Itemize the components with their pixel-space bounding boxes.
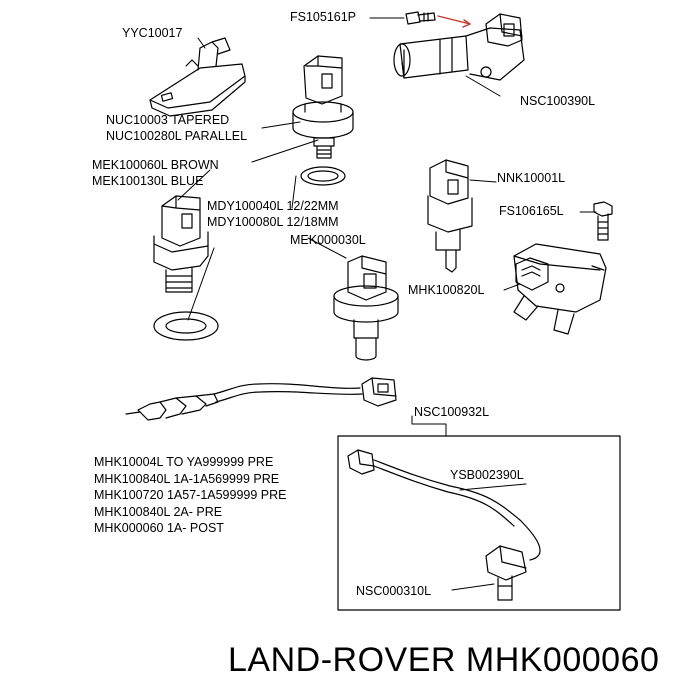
label-nuc-line: NUC100280L PARALLEL xyxy=(106,128,248,143)
label-fs106165l: FS106165L xyxy=(499,204,564,218)
label-mek-line: MEK100060L BROWN xyxy=(92,158,219,172)
label-mhk100820l: MHK100820L xyxy=(408,283,485,297)
label-fs105161p: FS105161P xyxy=(290,10,357,24)
label-mdy-line: MDY100080L 12/18MM xyxy=(207,214,339,229)
label-nuc-line: NUC10003 TAPERED xyxy=(106,113,230,127)
nuc-sensor-drawing xyxy=(292,55,354,186)
label-mhk-line: MHK100720 1A57-1A599999 PRE xyxy=(94,488,287,502)
label-ysb002390l: YSB002390L xyxy=(450,468,524,482)
nnk-switch-drawing xyxy=(427,159,473,273)
label-nsc000310l: NSC000310L xyxy=(356,584,432,598)
label-mhk-line: MHK10004L TO YA999999 PRE xyxy=(94,455,274,469)
leader-lines xyxy=(177,17,597,591)
label-nuc-group: NUC10003 TAPERED NUC100280L PARALLEL xyxy=(106,113,247,144)
label-mhk-group: MHK10004L TO YA999999 PRE MHK100840L 1A-… xyxy=(94,454,287,537)
label-mek000030l: MEK000030L xyxy=(290,233,366,247)
label-nsc100390l: NSC100390L xyxy=(520,94,596,108)
footer-part-number: LAND-ROVER MHK000060 xyxy=(228,641,660,679)
kit-box xyxy=(337,435,621,611)
clip-part-drawing xyxy=(149,37,246,117)
red-arrow xyxy=(437,15,471,25)
bolt-fs106165l-drawing xyxy=(593,201,613,241)
label-nsc100932l: NSC100932L xyxy=(414,405,490,419)
label-mhk-line: MHK100840L 1A-1A569999 PRE xyxy=(94,471,280,486)
label-mdy-line: MDY100040L 12/22MM xyxy=(207,199,339,213)
label-mdy-group: MDY100040L 12/22MM MDY100080L 12/18MM xyxy=(207,199,339,230)
label-mek-group: MEK100060L BROWN MEK100130L BLUE xyxy=(92,158,219,189)
oxygen-sensor-drawing xyxy=(125,377,397,421)
label-mhk-line: MHK100840L 2A- PRE xyxy=(94,504,223,519)
maf-sensor-drawing xyxy=(513,243,607,335)
crank-sensor-drawing xyxy=(347,449,541,601)
label-yyc10017: YYC10017 xyxy=(122,26,183,40)
mek000030l-sensor-drawing xyxy=(333,255,399,361)
nsc100390l-sensor-drawing xyxy=(393,13,525,81)
mek-sensor-drawing xyxy=(153,195,219,341)
bolt-fs105161p-drawing xyxy=(405,11,436,25)
label-nnk10001l: NNK10001L xyxy=(497,171,566,185)
label-mhk-line: MHK000060 1A- POST xyxy=(94,521,224,535)
label-mek-line: MEK100130L BLUE xyxy=(92,173,204,188)
